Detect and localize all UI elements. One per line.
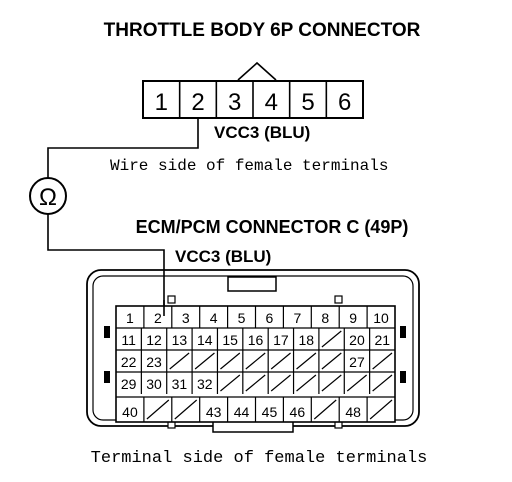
throttle-pin-5: 5 [301, 89, 314, 116]
ecm-left-tab-upper [104, 326, 110, 338]
throttle-pin-2: 2 [191, 89, 204, 116]
ecm-right-tab-upper [400, 326, 406, 338]
ecm-empty-cavity [346, 374, 368, 392]
ecm-terminal-4: 4 [210, 310, 218, 326]
ecm-empty-cavity [296, 374, 317, 392]
throttle-pin-6: 6 [338, 89, 351, 116]
ecm-empty-cavity [146, 399, 170, 420]
ecm-side-note: Terminal side of female terminals [91, 449, 428, 468]
ecm-terminal-40: 40 [122, 404, 138, 420]
ecm-terminal-18: 18 [298, 332, 314, 348]
throttle-pin-4: 4 [265, 89, 278, 116]
ecm-terminal-10: 10 [373, 310, 389, 326]
ecm-terminal-31: 31 [172, 376, 188, 392]
ecm-empty-cavity [313, 399, 337, 420]
ecm-terminal-22: 22 [121, 354, 137, 370]
ecm-terminal-1: 1 [126, 310, 134, 326]
ecm-empty-cavity [369, 399, 393, 420]
ecm-terminal-cells [116, 306, 395, 422]
ecm-empty-cavity [194, 352, 215, 370]
ecm-terminal-23: 23 [146, 354, 162, 370]
throttle-pin-dividers [178, 81, 328, 118]
ecm-terminal-48: 48 [345, 404, 361, 420]
ecm-terminal-8: 8 [321, 310, 329, 326]
ecm-terminal-46: 46 [290, 404, 306, 420]
ohmmeter-symbol: Ω [39, 184, 57, 211]
ecm-terminal-44: 44 [234, 404, 250, 420]
ecm-title: ECM/PCM CONNECTOR C (49P) [136, 217, 409, 237]
ecm-left-tab-lower [104, 371, 110, 383]
ecm-terminal-11: 11 [121, 332, 136, 348]
ecm-empty-cavity [245, 352, 266, 370]
ecm-terminal-43: 43 [206, 404, 222, 420]
ecm-terminal-16: 16 [248, 332, 264, 348]
ohmmeter-icon [29, 177, 67, 215]
ecm-terminal-27: 27 [349, 354, 365, 370]
ecm-key-pip [167, 295, 176, 304]
ecm-terminal-15: 15 [222, 332, 238, 348]
ecm-terminal-32: 32 [197, 376, 213, 392]
test-wire-upper [47, 118, 199, 178]
ecm-empty-cavity [174, 399, 198, 420]
ecm-empty-cavity [270, 374, 291, 392]
ecm-empty-cavity [321, 330, 342, 348]
ecm-empty-cavity [372, 374, 393, 392]
ecm-terminal-5: 5 [238, 310, 246, 326]
ecm-top-latch [227, 276, 277, 292]
ecm-terminal-14: 14 [197, 332, 213, 348]
ecm-terminal-9: 9 [349, 310, 357, 326]
ecm-terminal-12: 12 [146, 332, 162, 348]
throttle-lock-tab [237, 61, 277, 81]
ecm-empty-cavity [321, 352, 342, 370]
ecm-terminal-17: 17 [273, 332, 289, 348]
ecm-terminal-2: 2 [154, 310, 162, 326]
ecm-empty-cavity [245, 374, 266, 392]
ecm-terminal-30: 30 [146, 376, 162, 392]
ecm-terminal-20: 20 [349, 332, 365, 348]
throttle-side-note: Wire side of female terminals [110, 157, 388, 175]
throttle-pin-3: 3 [228, 89, 241, 116]
ecm-terminal-6: 6 [266, 310, 274, 326]
throttle-title: THROTTLE BODY 6P CONNECTOR [104, 20, 421, 41]
ecm-terminal-29: 29 [121, 376, 137, 392]
ecm-right-tab-lower [400, 371, 406, 383]
throttle-pin-1: 1 [155, 89, 168, 116]
throttle-wire-label: VCC3 (BLU) [214, 123, 310, 142]
ecm-wire-label: VCC3 (BLU) [175, 247, 271, 266]
ecm-empty-cavity [296, 352, 317, 370]
ecm-terminal-13: 13 [172, 332, 188, 348]
ecm-terminal-3: 3 [182, 310, 190, 326]
ecm-terminal-21: 21 [375, 332, 391, 348]
ecm-empty-cavity [372, 352, 393, 370]
ecm-empty-cavity [220, 374, 241, 392]
ecm-empty-cavity [270, 352, 291, 370]
ecm-terminal-45: 45 [262, 404, 278, 420]
test-wire-lower [47, 214, 165, 314]
ecm-empty-cavity [321, 374, 342, 392]
ecm-empty-cavity [169, 352, 190, 370]
ecm-empty-cavity [220, 352, 241, 370]
ecm-terminal-7: 7 [293, 310, 301, 326]
ecm-key-pip [334, 295, 343, 304]
